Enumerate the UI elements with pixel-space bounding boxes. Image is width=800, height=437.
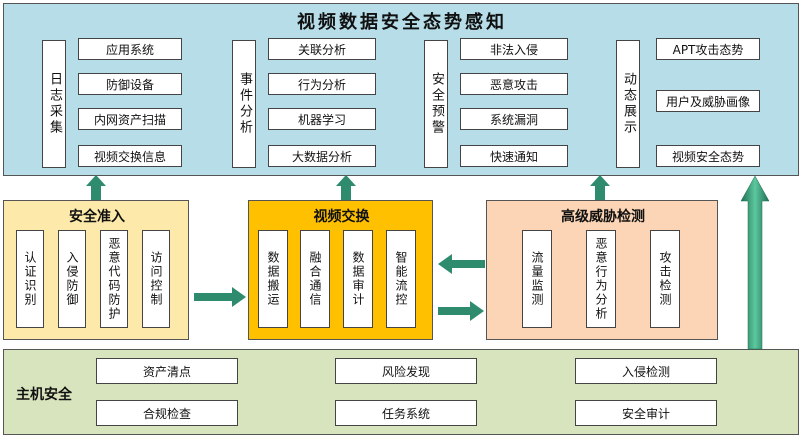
host-item-risk-discovery: 风险发现 <box>335 358 477 384</box>
display-item-video-security: 视频安全态势 <box>656 145 760 167</box>
event-item-bigdata: 大数据分析 <box>268 145 376 167</box>
arrow-threat-to-exchange <box>438 254 485 274</box>
log-item-asset-scan: 内网资产扫描 <box>78 108 182 130</box>
host-item-security-audit: 安全审计 <box>575 400 717 426</box>
group-label-dynamic-display: 动态展示 <box>616 40 640 168</box>
threat-title: 高级威胁检测 <box>561 209 645 225</box>
display-item-apt: APT攻击态势 <box>656 38 760 60</box>
arrow-exchange-up <box>336 175 356 200</box>
arrow-host-up <box>740 175 770 350</box>
access-item-access-control: 访问控制 <box>142 230 170 328</box>
access-item-malware-protect: 恶意代码防护 <box>100 230 128 328</box>
log-item-defense-device: 防御设备 <box>78 73 182 95</box>
log-item-video-exchange: 视频交换信息 <box>78 145 182 167</box>
access-item-intrusion-defense: 入侵防御 <box>58 230 86 328</box>
arrow-access-to-exchange <box>194 287 246 307</box>
exchange-item-smart-flow: 智能流控 <box>386 230 416 328</box>
exchange-title: 视频交换 <box>313 209 370 225</box>
group-label-event-analysis: 事件分析 <box>232 40 256 168</box>
threat-item-traffic-monitor: 流量监测 <box>522 230 552 328</box>
host-item-asset-inventory: 资产清点 <box>96 358 238 384</box>
group-label-security-warning: 安全预警 <box>424 40 448 168</box>
warning-item-notify: 快速通知 <box>460 145 568 167</box>
exchange-item-data-audit: 数据审计 <box>343 230 373 328</box>
event-item-correlation: 关联分析 <box>268 38 376 60</box>
arrow-exchange-to-threat <box>438 301 484 321</box>
host-title: 主机安全 <box>16 387 72 403</box>
host-item-intrusion-detect: 入侵检测 <box>575 358 717 384</box>
warning-item-vulnerability: 系统漏洞 <box>460 108 568 130</box>
page-title: 视频数据安全态势感知 <box>297 12 507 33</box>
host-item-task-system: 任务系统 <box>335 400 477 426</box>
access-title: 安全准入 <box>69 209 125 225</box>
event-item-ml: 机器学习 <box>268 108 376 130</box>
display-item-user-profile: 用户及威胁画像 <box>656 90 760 112</box>
warning-item-intrusion: 非法入侵 <box>460 38 568 60</box>
group-label-log-collection: 日志采集 <box>42 40 66 168</box>
threat-item-attack-detect: 攻击检测 <box>650 230 680 328</box>
threat-item-malicious-behavior: 恶意行为分析 <box>586 230 616 328</box>
event-item-behavior: 行为分析 <box>268 73 376 95</box>
exchange-item-data-transfer: 数据搬运 <box>258 230 288 328</box>
exchange-item-fusion-comm: 融合通信 <box>300 230 330 328</box>
access-item-auth: 认证识别 <box>16 230 44 328</box>
arrow-threat-up <box>590 175 610 200</box>
warning-item-malicious-attack: 恶意攻击 <box>460 73 568 95</box>
arrow-access-up <box>86 175 106 200</box>
log-item-app-system: 应用系统 <box>78 38 182 60</box>
host-item-compliance-check: 合规检查 <box>96 400 238 426</box>
